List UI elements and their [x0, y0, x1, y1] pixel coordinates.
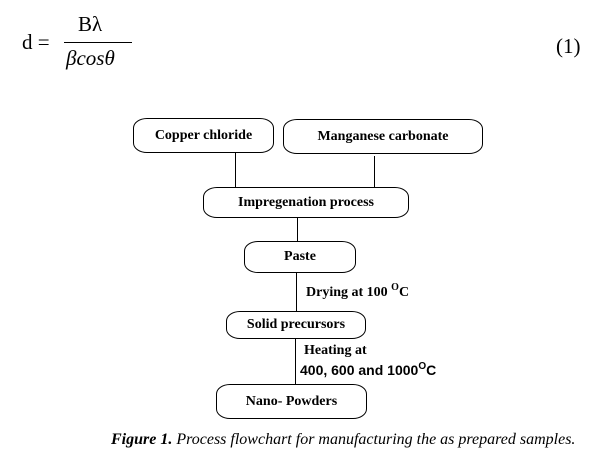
caption-label: Figure 1. — [111, 431, 173, 448]
node-solid-precursors: Solid precursors — [226, 311, 366, 339]
caption-text: Process flowchart for manufacturing the … — [172, 431, 576, 448]
connector-line — [295, 339, 296, 384]
drying-label: Drying at 100 OC — [306, 282, 409, 301]
node-manganese-carbonate: Manganese carbonate — [283, 119, 483, 154]
connector-line — [235, 153, 236, 187]
node-nano-powders: Nano- Powders — [216, 384, 367, 419]
node-impregenation-process: Impregenation process — [203, 187, 409, 218]
drying-unit: C — [398, 285, 410, 300]
fraction-bar — [64, 42, 132, 43]
figure-caption: Figure 1. Process flowchart for manufact… — [111, 431, 575, 449]
equation-lhs: d = — [22, 30, 50, 54]
equation-numerator: Bλ — [78, 12, 103, 36]
degree-sup: O — [391, 282, 399, 293]
connector-line — [297, 218, 298, 241]
degree-sup: O — [418, 361, 427, 372]
equation-denominator: βcosθ — [66, 46, 115, 70]
heating-label-line2: 400, 600 and 1000OC — [300, 361, 436, 378]
connector-line — [374, 156, 375, 187]
heating-unit: C — [426, 362, 437, 378]
equation-number: (1) — [556, 34, 581, 58]
connector-line — [296, 273, 297, 311]
node-copper-chloride: Copper chloride — [133, 118, 274, 153]
heating-temps: 400, 600 and 1000 — [300, 362, 419, 378]
node-paste: Paste — [244, 241, 356, 273]
drying-text: Drying at 100 — [306, 285, 388, 300]
heating-label-line1: Heating at — [304, 343, 367, 358]
